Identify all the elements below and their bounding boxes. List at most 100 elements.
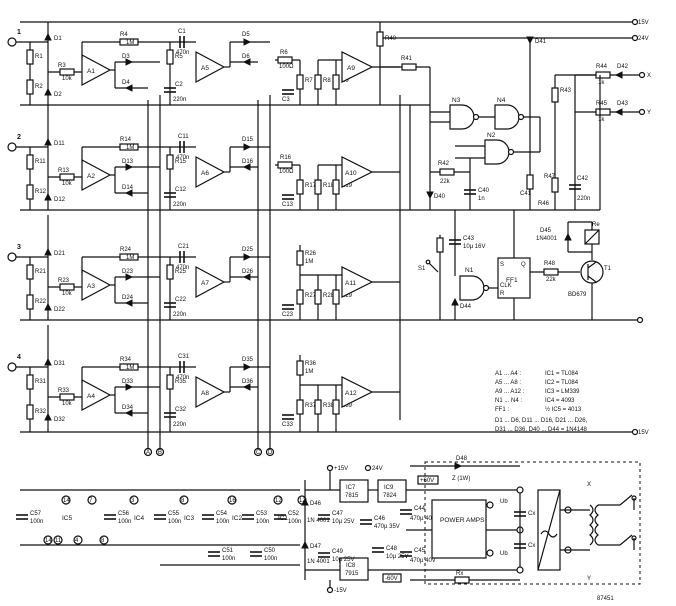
amp-port-1: Ub (500, 499, 508, 505)
diode-d44: D44 (460, 304, 472, 310)
cap-c2: C12 (175, 187, 187, 193)
diode-d46-type: 1N 4001 (307, 518, 330, 524)
input-jack[interactable] (7, 37, 17, 47)
resistor-r45-value: 1k (598, 117, 605, 123)
bus-label-d: D (268, 450, 273, 456)
diode-b: D24 (122, 295, 134, 301)
ff1-set-pin: S (500, 262, 504, 268)
cap-c46: C46 (374, 516, 386, 522)
legend: A1 ... A4 : IC1 = TL084 A5 ... A8 : IC2 … (495, 371, 588, 433)
rail-24: 24V (372, 466, 383, 472)
regulator-ic7 (339, 479, 369, 503)
channel-4: 4 D31 D32 R31 R32 R33 10k A4 R34 1M D33 … (7, 325, 400, 432)
bypass-cap-value: 100n (288, 519, 301, 525)
bus-label-a: A (146, 450, 150, 456)
bypass-cap-value: 100n (222, 556, 235, 562)
ic-pin-number: 14 (63, 498, 70, 504)
diode-d48: D48 (456, 456, 468, 462)
cap-c1-value: 470n (176, 155, 189, 161)
ic-pin-marker (43, 535, 53, 545)
resistor-r6-value: 1M (305, 369, 313, 375)
opamp-2: A6 (201, 170, 209, 177)
opamp-3: A10 (345, 170, 357, 177)
ic-pin-number: 4 (75, 538, 79, 544)
legend-1-right: IC1 = TL084 (545, 371, 579, 377)
input-jack[interactable] (7, 142, 17, 152)
resistor-rin2: R12 (35, 189, 47, 195)
ic8-type: 7915 (345, 571, 359, 577)
opamp-1: A1 (87, 68, 95, 75)
diode-d48-type: Z (1W) (452, 476, 470, 482)
cap-c1-value: 470n (176, 265, 189, 271)
opamp-3: A11 (345, 280, 356, 287)
cap-c45-value: 470µ 40V (410, 558, 436, 564)
filter-caps: C47 10µ 25V C49 10µ 25V C46 470µ 35V C48… (318, 506, 436, 564)
bypass-cap-name: C55 (168, 511, 180, 517)
cap-c2: C22 (175, 297, 187, 303)
resistor-r47: R47 (544, 174, 556, 180)
cap-c1: C1 (178, 29, 186, 35)
opamp-2: A8 (201, 390, 209, 397)
diode-d: D6 (242, 54, 250, 60)
diode-in1: D11 (54, 141, 65, 147)
diode-a: D13 (122, 159, 134, 165)
cap-c1-value: 470n (176, 375, 189, 381)
resistor-r46: R46 (538, 201, 550, 207)
resistor-r5: R5 (175, 54, 183, 60)
resistor-r48-value: 22k (546, 277, 557, 283)
speaker-y-label: Y (587, 576, 591, 582)
resistor-feedback-value: 1M (126, 145, 134, 151)
ic3-label: IC3 (184, 515, 195, 522)
opamp-1: A3 (87, 283, 95, 290)
resistor-r8: R28 (323, 293, 335, 299)
bypass-cap-name: C56 (118, 511, 130, 517)
ic-pin-marker (73, 535, 83, 545)
rail-bottom-label: 15V (638, 430, 649, 436)
resistor-r42-value: 22k (440, 179, 451, 185)
ic-pin-number: 7 (89, 498, 93, 504)
ff1-q-pin: Q (521, 262, 526, 268)
bypass-cap-value: 100n (256, 519, 269, 525)
bypass-cap-c55: C55 100n (154, 511, 181, 525)
resistor-series-value: 10k (62, 181, 73, 187)
cap-c47: C47 (332, 511, 344, 517)
cap-c2-value: 220n (173, 202, 186, 208)
ic9-name: IC9 (384, 485, 394, 491)
bypass-cap-name: C57 (30, 511, 42, 517)
opamp-2: A7 (201, 280, 209, 287)
ic-pin-number: 14 (45, 538, 52, 544)
amp-cap-1: Cx (528, 511, 535, 517)
resistor-feedback-value: 1M (126, 255, 134, 261)
resistor-rin1: R31 (35, 379, 47, 385)
diode-d41: D41 (535, 39, 547, 45)
cap-out: C3 (282, 97, 290, 103)
ic-pin-marker (179, 495, 189, 505)
input-jack[interactable] (7, 252, 17, 262)
input-jack[interactable] (7, 362, 17, 372)
diode-b: D14 (122, 185, 134, 191)
legend-4-right: IC4 = 4093 (545, 398, 575, 404)
cap-out: C23 (282, 312, 294, 318)
power-supply-section: C57100nC56100nC55100nC54100nC53100nC5210… (16, 456, 641, 602)
diode-c: D5 (242, 32, 250, 38)
resistor-r42: R42 (438, 161, 450, 167)
cap-c1: C31 (178, 354, 190, 360)
diode-d42: D42 (617, 64, 629, 70)
ic-pin-number: 3 (131, 498, 135, 504)
diode-a: D3 (122, 54, 130, 60)
legend-5-left: FF1 : (495, 407, 509, 413)
bypass-cap-value: 100n (216, 519, 229, 525)
relay-label: Re (592, 222, 600, 228)
resistor-r9: R39 (341, 403, 353, 409)
bypass-cap-value: 100n (168, 519, 181, 525)
resistor-feedback: R24 (120, 247, 132, 253)
diode-d: D36 (242, 379, 254, 385)
resistor-rin2: R32 (35, 409, 47, 415)
rail-second-label: 24V (638, 36, 649, 42)
cap-out: C33 (282, 422, 294, 428)
diode-in1: D1 (54, 36, 62, 42)
ic7-type: 7815 (345, 493, 359, 499)
